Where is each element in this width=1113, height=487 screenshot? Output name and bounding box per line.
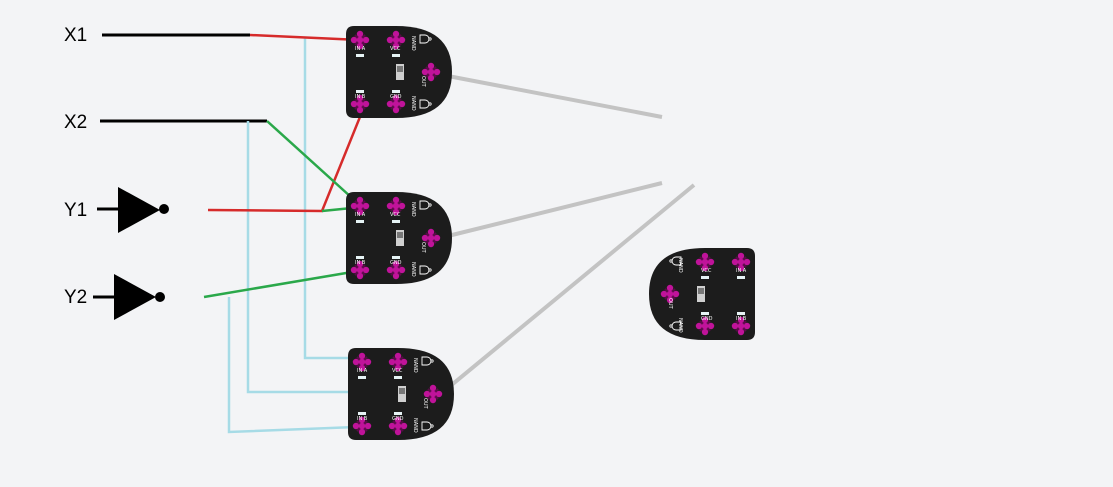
smd-pad — [392, 220, 400, 223]
wires — [93, 33, 696, 434]
inverter-triangle — [114, 274, 156, 320]
pin-label-out: OUT — [667, 298, 673, 310]
smd-pad — [737, 276, 745, 279]
pin-label-in-b: IN B — [736, 316, 747, 322]
inverter-bubble — [155, 292, 165, 302]
smd-pad — [356, 220, 364, 223]
pin-label-out: OUT — [420, 242, 426, 254]
green-wire-y2 — [203, 268, 365, 299]
pin-label-nand: NAND — [410, 202, 416, 217]
cyan-wire-x2 — [246, 121, 356, 394]
smd-pad — [358, 412, 366, 415]
smd-pad — [394, 412, 402, 415]
pin-label-nand: NAND — [412, 418, 418, 433]
pin-label-nand: NAND — [412, 358, 418, 373]
pin-label-vcc: VCC — [390, 46, 401, 52]
pin-label-out: OUT — [422, 398, 428, 410]
input-label-x2: X2 — [64, 112, 87, 133]
switch-knob — [698, 288, 704, 294]
pin-label-gnd: GND — [390, 94, 402, 100]
switch-knob — [399, 388, 405, 394]
pin-label-in-b: IN B — [355, 94, 366, 100]
smd-pad — [392, 256, 400, 259]
cyan-wire-y2 — [227, 297, 357, 434]
pin-label-nand: NAND — [677, 258, 683, 273]
inverter-bubble — [159, 204, 169, 214]
pin-label-vcc: VCC — [390, 212, 401, 218]
pin-label-vcc: VCC — [701, 268, 712, 274]
pin-label-gnd: GND — [390, 260, 402, 266]
input-label-x1: X1 — [64, 25, 87, 46]
pin-label-in-a: IN A — [355, 46, 366, 52]
inverter-y1 — [118, 187, 169, 233]
pin-label-vcc: VCC — [392, 368, 403, 374]
inverter-y2 — [114, 274, 165, 320]
pin-label-gnd: GND — [392, 416, 404, 422]
input-label-y2: Y2 — [64, 287, 87, 308]
smd-pad — [356, 256, 364, 259]
red-wire-x1 — [249, 33, 361, 42]
inverter-triangle — [118, 187, 160, 233]
smd-pad — [737, 312, 745, 315]
smd-pad — [392, 54, 400, 57]
pin-label-in-b: IN B — [355, 260, 366, 266]
nand-board-final[interactable]: IN A VCC IN B GND OUT NAND NAND — [649, 248, 755, 340]
gray-wire-gate3-out — [435, 183, 696, 399]
switch-knob — [397, 66, 403, 72]
pin-label-in-a: IN A — [357, 368, 368, 374]
pin-label-nand: NAND — [410, 36, 416, 51]
gray-wire-gate1-out — [447, 74, 663, 119]
pin-label-out: OUT — [420, 76, 426, 88]
pin-label-nand: NAND — [410, 96, 416, 111]
smd-pad — [356, 90, 364, 93]
gray-wire-gate2-out — [447, 181, 663, 238]
nand-board-2[interactable]: IN A VCC IN B GND OUT NAND NAND — [346, 192, 452, 284]
pin-label-gnd: GND — [701, 316, 713, 322]
nand-board-3[interactable]: IN A VCC IN B GND OUT NAND NAND — [348, 348, 454, 440]
nand-board-1[interactable]: IN A VCC IN B GND OUT NAND NAND — [346, 26, 452, 118]
cyan-wire-x1 — [303, 37, 356, 360]
switch-knob — [397, 232, 403, 238]
smd-pad — [358, 376, 366, 379]
green-wire-x2 — [266, 120, 363, 208]
smd-pad — [356, 54, 364, 57]
pin-label-nand: NAND — [677, 318, 683, 333]
smd-pad — [701, 312, 709, 315]
smd-pad — [392, 90, 400, 93]
input-label-y1: Y1 — [64, 200, 87, 221]
pin-label-in-b: IN B — [357, 416, 368, 422]
red-wire-y1 — [207, 106, 366, 213]
pin-label-in-a: IN A — [355, 212, 366, 218]
pin-label-nand: NAND — [410, 262, 416, 277]
smd-pad — [701, 276, 709, 279]
pin-label-in-a: IN A — [736, 268, 747, 274]
smd-pad — [394, 376, 402, 379]
